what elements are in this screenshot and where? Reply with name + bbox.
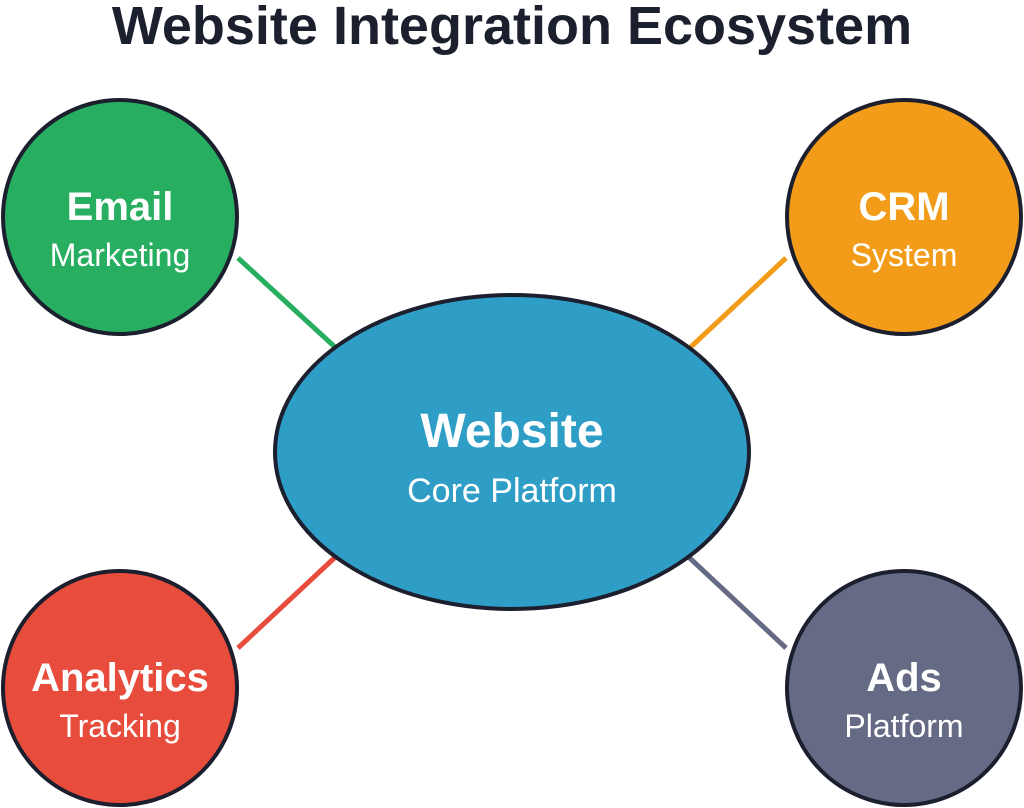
diagram-title: Website Integration Ecosystem (112, 0, 912, 56)
node-crm-label: CRM (858, 185, 949, 229)
node-ads-shape (785, 569, 1023, 807)
node-analytics-shape (1, 569, 239, 807)
node-email-shape (1, 98, 239, 336)
node-email-label: Email (67, 185, 174, 229)
center-node-website[interactable]: Website Core Platform (273, 293, 751, 611)
node-analytics-sublabel: Tracking (59, 708, 181, 744)
node-email-marketing[interactable]: Email Marketing (1, 98, 239, 336)
node-crm-sublabel: System (851, 237, 958, 273)
node-ads-platform[interactable]: Ads Platform (785, 569, 1023, 807)
center-node-sublabel: Core Platform (407, 472, 617, 510)
node-ads-sublabel: Platform (844, 708, 963, 744)
center-node-label: Website (420, 405, 603, 458)
node-ads-label: Ads (866, 656, 942, 700)
node-analytics-label: Analytics (31, 656, 209, 700)
node-crm-shape (785, 98, 1023, 336)
node-analytics-tracking[interactable]: Analytics Tracking (1, 569, 239, 807)
center-node-shape (273, 293, 751, 611)
node-email-sublabel: Marketing (50, 237, 191, 273)
node-crm-system[interactable]: CRM System (785, 98, 1023, 336)
